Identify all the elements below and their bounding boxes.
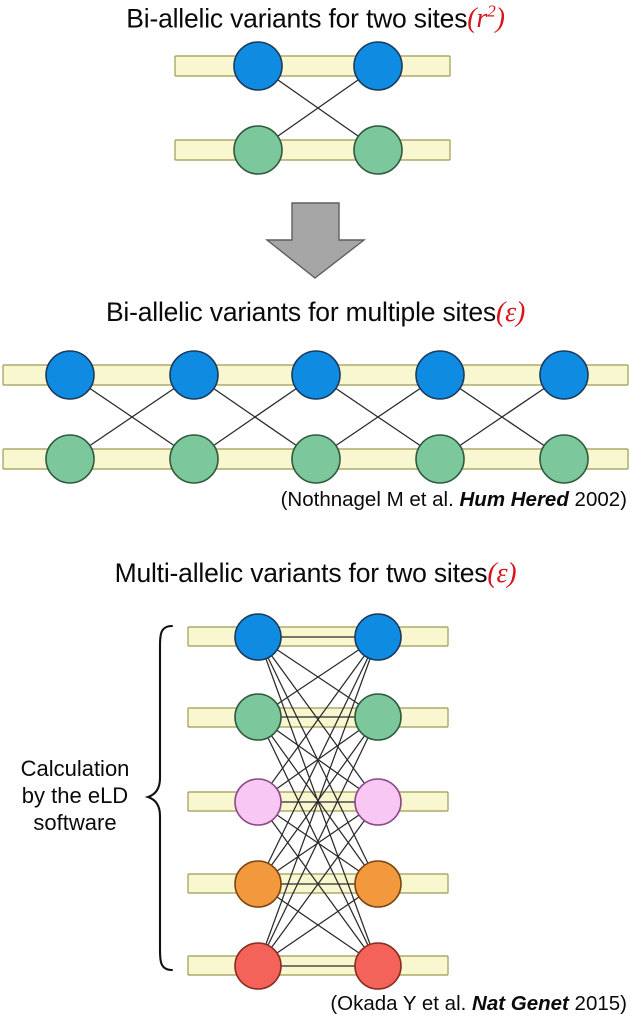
section-title-multi-site-biallelic: Bi-allelic variants for multiple sites(ε… bbox=[0, 297, 631, 329]
allele-node-blue bbox=[539, 350, 589, 400]
allele-node-blue bbox=[169, 350, 219, 400]
ld-edge bbox=[257, 636, 379, 803]
title-symbol-r-squared: (r2) bbox=[467, 2, 505, 35]
ld-edge bbox=[257, 636, 379, 718]
allele-node-green bbox=[415, 434, 465, 484]
section-title-two-site-biallelic: Bi-allelic variants for two sites(r2) bbox=[0, 2, 631, 35]
ld-edge bbox=[439, 374, 565, 460]
allele-node-green bbox=[233, 125, 283, 175]
citation-nothnagel: (Nothnagel M et al. Hum Hered 2002) bbox=[281, 488, 627, 512]
ld-edge bbox=[315, 374, 441, 460]
allele-node-blue bbox=[234, 613, 282, 661]
citation-suffix: 2015) bbox=[568, 992, 627, 1015]
allele-node-blue bbox=[45, 350, 95, 400]
citation-suffix: 2002) bbox=[568, 488, 627, 511]
allele-node-green bbox=[169, 434, 219, 484]
allele-node-green bbox=[354, 693, 402, 741]
brace-label-line: Calculation bbox=[20, 756, 130, 781]
ld-edge bbox=[257, 636, 379, 885]
allele-node-blue bbox=[291, 350, 341, 400]
title-symbol-epsilon: (ε) bbox=[495, 297, 526, 328]
ld-edge bbox=[257, 801, 379, 885]
citation-journal: Nat Genet bbox=[472, 992, 569, 1015]
down-arrow-icon bbox=[264, 202, 367, 279]
citation-journal: Hum Hered bbox=[459, 488, 569, 511]
citation-prefix: (Okada Y et al. bbox=[330, 992, 473, 1015]
allele-node-green bbox=[291, 434, 341, 484]
section-title-two-site-multiallelic: Multi-allelic variants for two sites(ε) bbox=[0, 558, 631, 590]
citation-okada: (Okada Y et al. Nat Genet 2015) bbox=[330, 992, 627, 1016]
allele-node-green bbox=[234, 693, 282, 741]
allele-node-green bbox=[539, 434, 589, 484]
allele-node-orange bbox=[354, 860, 402, 908]
title-symbol-epsilon: (ε) bbox=[487, 558, 517, 589]
ld-edge bbox=[257, 716, 379, 967]
ld-edge bbox=[69, 374, 195, 460]
title-text: Bi-allelic variants for multiple sites bbox=[105, 297, 496, 327]
allele-node-blue bbox=[415, 350, 465, 400]
allele-node-red bbox=[354, 942, 402, 990]
allele-node-blue bbox=[354, 613, 402, 661]
allele-node-blue bbox=[353, 41, 403, 91]
allele-node-pink bbox=[234, 778, 282, 826]
curly-brace bbox=[144, 624, 174, 972]
title-text: Multi-allelic variants for two sites bbox=[114, 558, 488, 588]
allele-node-red bbox=[234, 942, 282, 990]
allele-node-green bbox=[353, 125, 403, 175]
allele-node-green bbox=[45, 434, 95, 484]
allele-node-pink bbox=[354, 778, 402, 826]
brace-label-line: by the eLD bbox=[21, 783, 129, 808]
title-text: Bi-allelic variants for two sites bbox=[126, 3, 468, 34]
ld-edge bbox=[257, 883, 379, 967]
citation-prefix: (Nothnagel M et al. bbox=[280, 488, 460, 511]
allele-node-blue bbox=[233, 41, 283, 91]
brace-label-eld: Calculation by the eLD software bbox=[0, 755, 150, 836]
allele-node-orange bbox=[234, 860, 282, 908]
brace-label-line: software bbox=[33, 810, 117, 835]
